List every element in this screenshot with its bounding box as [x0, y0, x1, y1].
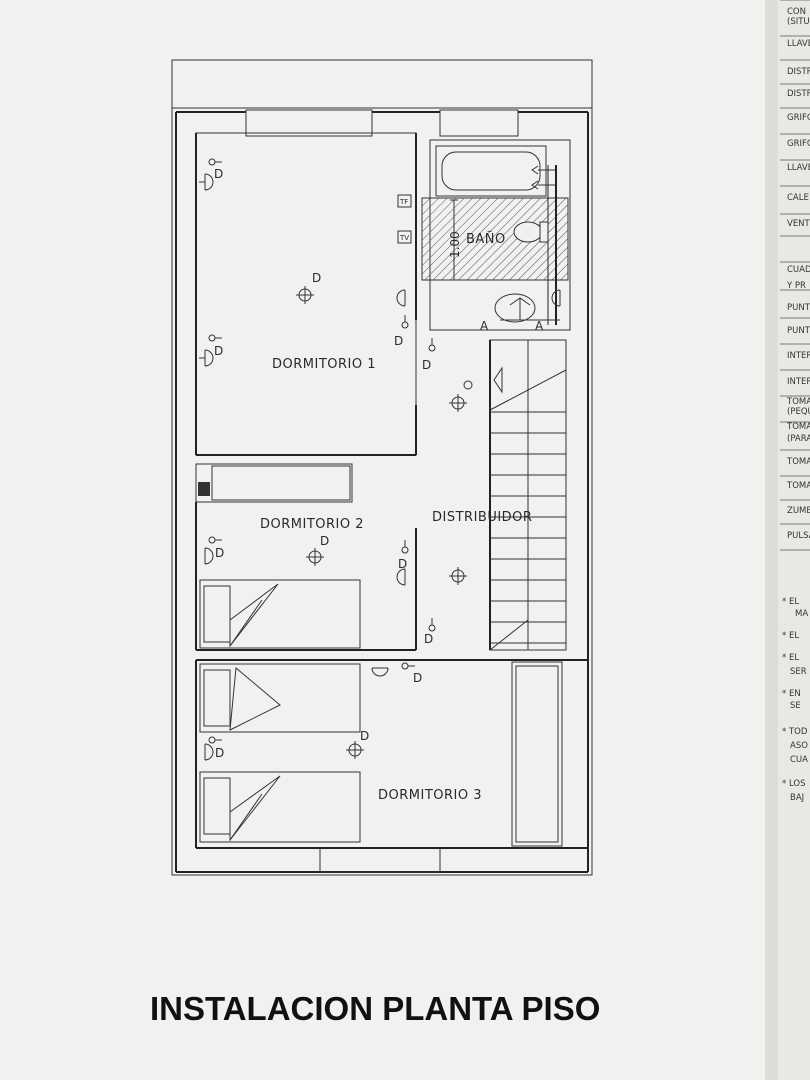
outlet-icon: [396, 289, 406, 307]
light-letter: D: [360, 729, 369, 743]
switch-letter: D: [214, 344, 223, 358]
note-fragment: MA: [795, 609, 808, 619]
staircase: [489, 339, 567, 651]
legend-fragment: PUNT: [787, 326, 810, 336]
drawing-title: INSTALACION PLANTA PISO: [150, 990, 601, 1027]
legend-fragment: GRIFO: [787, 113, 810, 123]
legend-table: CON(SITU LLAVE DISTR DISTR GRIFO GRIFO LLAVE CA…: [780, 0, 810, 551]
light-letter: D: [312, 271, 321, 285]
switch-icon: [208, 158, 222, 166]
dormitorio-2-label: DORMITORIO 2: [260, 517, 364, 532]
legend-fragment: CON: [787, 7, 806, 17]
switch-letter: D: [394, 334, 403, 348]
legend-fragment: Y PR: [786, 281, 806, 291]
note-fragment: BAJ: [790, 793, 804, 803]
legend-fragment: ZUMB: [787, 506, 810, 516]
switch-icon: [428, 618, 436, 632]
legend-fragment: PUNT: [787, 303, 810, 313]
switch-icon: [401, 540, 409, 554]
legend-fragment: GRIFO: [787, 139, 810, 149]
legend-fragment: PULSA: [787, 531, 810, 541]
note-fragment: * EL: [782, 653, 799, 663]
note-fragment: * EN: [782, 689, 801, 699]
legend-fragment: TOMA: [786, 422, 810, 432]
dimension-label: 1.00: [448, 231, 462, 258]
outlet-icon: [551, 289, 561, 307]
dormitorio-1-label: DORMITORIO 1: [272, 357, 376, 372]
legend-fragment: (PEQU: [787, 407, 810, 417]
note-fragment: ASO: [790, 741, 808, 751]
note-fragment: * LOS: [782, 779, 805, 789]
legend-fragment: INTER: [787, 377, 810, 387]
pipe-letter: A: [480, 319, 489, 333]
tf-label: TF: [399, 198, 408, 206]
switch-letter: D: [424, 632, 433, 646]
ceiling-light-icon: [296, 286, 314, 304]
dormitorio-3-label: DORMITORIO 3: [378, 788, 482, 803]
ceiling-light-icon: [346, 741, 364, 759]
outlet-icon: [204, 547, 214, 565]
switch-letter: D: [398, 557, 407, 571]
tv-socket-icon: [397, 230, 412, 244]
legend-fragment: DISTR: [787, 89, 810, 99]
outlet-icon: [199, 173, 214, 191]
outlet-icon: [199, 349, 214, 367]
light-letter: D: [320, 534, 329, 548]
dormitorio-3-room: [195, 659, 588, 849]
legend-fragment: LLAVE: [787, 163, 810, 173]
note-fragment: * EL: [782, 597, 799, 607]
outlet-icon: [204, 743, 214, 761]
legend-fragment: TOMA: [786, 397, 810, 407]
note-fragment: CUA: [790, 755, 808, 765]
note-fragment: * TOD: [782, 727, 808, 737]
switch-letter: D: [214, 167, 223, 181]
switch-icon: [208, 736, 222, 744]
closet: [195, 463, 353, 503]
ceiling-light-icon: [463, 380, 473, 390]
switch-letter: D: [215, 746, 224, 760]
tf-socket-icon: [397, 194, 412, 208]
bano-room: [421, 139, 571, 331]
switch-icon: [428, 338, 436, 352]
legend-fragment: INTER: [787, 351, 810, 361]
switch-icon: [401, 662, 415, 670]
switch-letter: D: [422, 358, 431, 372]
pipe-letter: A: [535, 319, 544, 333]
electrical-symbols: [199, 158, 561, 761]
outlet-icon: [371, 667, 389, 677]
notes-list: * EL MA * EL * EL SER * EN SE * TOD ASO CUA * LOS B…: [782, 597, 808, 803]
dormitorio-2-room: [195, 502, 417, 651]
outer-walls: [171, 59, 593, 876]
legend-fragment: TOMA: [786, 457, 810, 467]
tv-label: TV: [399, 234, 409, 242]
outlet-icon: [396, 568, 406, 586]
legend-fragment: (PARA: [787, 434, 810, 444]
symbol-letters: D D D D D D D D D D D D A A TF TV: [214, 167, 544, 760]
bano-label: BAÑO: [466, 231, 506, 247]
ceiling-light-icon: [449, 394, 467, 412]
switch-letter: D: [413, 671, 422, 685]
legend-fragment: CUAD: [787, 265, 810, 275]
switch-icon: [208, 334, 222, 342]
legend-fragment: CALE: [787, 193, 809, 203]
legend-fragment: LLAVE: [787, 39, 810, 49]
legend-fragment: VENTI: [787, 219, 810, 229]
note-fragment: SE: [790, 701, 801, 711]
distribuidor-label: DISTRIBUIDOR: [432, 510, 532, 525]
switch-icon: [208, 536, 222, 544]
legend-fragment: DISTR: [787, 67, 810, 77]
dormitorio-1-room: [195, 132, 417, 456]
ceiling-light-icon: [306, 548, 324, 566]
legend-fragment: (SITU: [787, 17, 810, 27]
note-fragment: * EL: [782, 631, 799, 641]
switch-letter: D: [215, 546, 224, 560]
ceiling-light-icon: [449, 567, 467, 585]
switch-icon: [401, 315, 409, 329]
note-fragment: SER: [790, 667, 807, 677]
legend-fragment: TOMA: [786, 481, 810, 491]
